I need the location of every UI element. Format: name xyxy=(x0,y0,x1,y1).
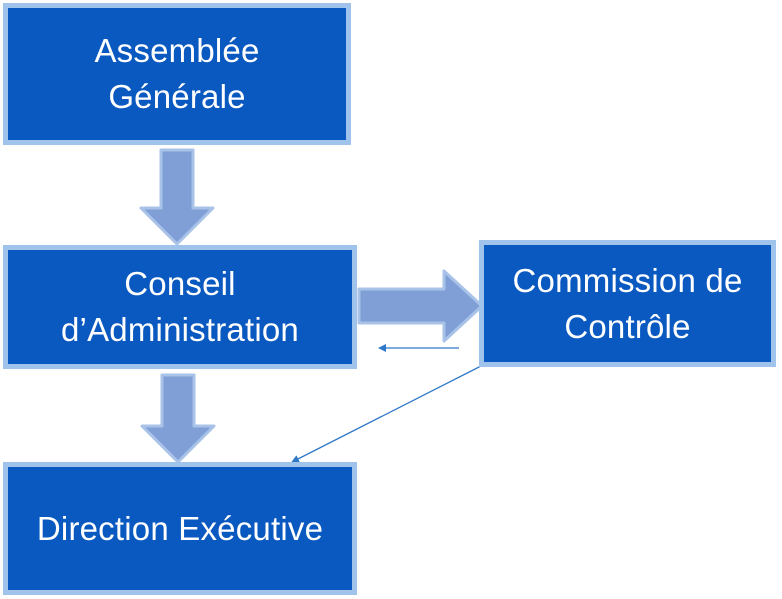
node-label-line: Contrôle xyxy=(564,307,691,345)
node-assemblee-generale: Assemblée Générale xyxy=(3,3,351,145)
arrow-commission-to-direction xyxy=(291,365,482,463)
node-commission-controle-label: Commission de Contrôle xyxy=(512,258,742,350)
node-label-line: d’Administration xyxy=(61,311,299,348)
arrow-assemblee-to-conseil xyxy=(139,148,215,246)
node-label-line: Assemblée xyxy=(94,32,260,69)
arrow-conseil-to-direction xyxy=(140,373,216,464)
node-conseil-administration-label: Conseil d’Administration xyxy=(61,261,299,353)
node-commission-controle: Commission de Contrôle xyxy=(479,240,776,367)
node-label-line: Commission de xyxy=(512,261,743,299)
node-label-line: Conseil xyxy=(124,265,236,302)
node-assemblee-generale-label: Assemblée Générale xyxy=(94,28,259,120)
node-direction-executive: Direction Exécutive xyxy=(3,462,357,595)
node-direction-executive-label: Direction Exécutive xyxy=(37,506,323,552)
arrow-conseil-to-commission xyxy=(357,269,484,343)
node-conseil-administration: Conseil d’Administration xyxy=(3,245,357,369)
node-label-line: Générale xyxy=(108,78,246,115)
node-label-line: Direction Exécutive xyxy=(36,509,324,547)
